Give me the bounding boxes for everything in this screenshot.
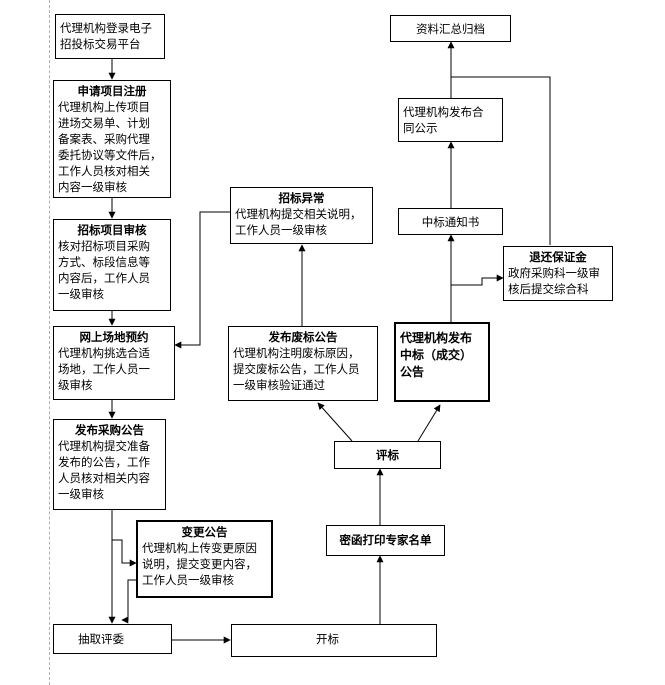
box-change-announcement: 变更公告 代理机构上传变更原因 说明，提交变更内容， 工作人员一级审核 bbox=[136, 520, 273, 598]
box-deposit-refund-title: 退还保证金 bbox=[529, 250, 587, 264]
box-archive: 资料汇总归档 bbox=[390, 15, 511, 42]
arrow-evaluate-to-void bbox=[317, 402, 353, 442]
box-procurement-announcement: 发布采购公告 代理机构提交准备 发布的公告，工作 人员核对相关内容 一级审核 bbox=[53, 419, 166, 510]
box-void-announcement-text: 代理机构注明废标原因， 提交废标公告，工作人员 一级审核验证通过 bbox=[233, 346, 360, 392]
box-project-registration: 申请项目注册 代理机构上传项目 进场交易单、计划 备案表、采购代理 委托协议等文… bbox=[53, 80, 171, 198]
arrow-win-to-deposit bbox=[451, 274, 504, 286]
box-change-announcement-title: 变更公告 bbox=[181, 525, 228, 539]
box-print-expert-list: 密函打印专家名单 bbox=[326, 525, 445, 556]
box-platform-login-text: 代理机构登录电子 招投标交易平台 bbox=[60, 21, 152, 51]
box-archive-text: 资料汇总归档 bbox=[416, 22, 485, 36]
box-bid-evaluation: 评标 bbox=[334, 441, 441, 469]
box-void-announcement: 发布废标公告 代理机构注明废标原因， 提交废标公告，工作人员 一级审核验证通过 bbox=[228, 326, 378, 401]
arrow-deposit-to-archive bbox=[451, 76, 551, 245]
box-award-notice-text: 中标通知书 bbox=[421, 215, 480, 229]
box-print-expert-list-text: 密函打印专家名单 bbox=[339, 533, 432, 547]
box-deposit-refund-text: 政府采购科一级审 核后提交综合科 bbox=[508, 266, 600, 296]
box-winning-announcement-text: 代理机构发布 中标（成交） 公告 bbox=[400, 331, 473, 379]
box-platform-login: 代理机构登录电子 招投标交易平台 bbox=[55, 14, 165, 59]
box-contract-publication: 代理机构发布合 同公示 bbox=[398, 98, 503, 142]
box-change-announcement-text: 代理机构上传变更原因 说明，提交变更内容， 工作人员一级审核 bbox=[142, 541, 257, 587]
box-project-registration-text: 代理机构上传项目 进场交易单、计划 备案表、采购代理 委托协议等文件后， 工作人… bbox=[58, 100, 162, 194]
box-void-announcement-title: 发布废标公告 bbox=[268, 330, 338, 344]
box-bid-opening-text: 开标 bbox=[316, 632, 339, 646]
box-procurement-announcement-title: 发布采购公告 bbox=[75, 423, 144, 437]
box-deposit-refund: 退还保证金 政府采购科一级审 核后提交综合科 bbox=[503, 246, 613, 301]
box-project-registration-title: 申请项目注册 bbox=[77, 84, 147, 98]
arrow-evaluate-to-win bbox=[417, 404, 441, 442]
box-contract-publication-text: 代理机构发布合 同公示 bbox=[403, 105, 484, 135]
arrow-abnormal-to-venue bbox=[174, 211, 230, 349]
box-draw-judges: 抽取评委 bbox=[53, 624, 172, 654]
box-venue-booking-text: 代理机构挑选合适 场地，工作人员一 级审核 bbox=[58, 346, 150, 392]
box-winning-announcement: 代理机构发布 中标（成交） 公告 bbox=[394, 322, 490, 402]
arrow-change-to-draw bbox=[121, 579, 136, 624]
box-draw-judges-text: 抽取评委 bbox=[78, 632, 124, 646]
box-bidding-exception-text: 代理机构提交相关说明， 工作人员一级审核 bbox=[235, 207, 362, 237]
box-bid-evaluation-text: 评标 bbox=[376, 448, 399, 462]
box-bidding-exception: 招标异常 代理机构提交相关说明， 工作人员一级审核 bbox=[230, 187, 373, 244]
box-project-review: 招标项目审核 核对招标项目采购 方式、标段信息等 内容后，工作人员 一级审核 bbox=[53, 219, 171, 311]
box-bidding-exception-title: 招标异常 bbox=[278, 191, 325, 205]
page-margin-line bbox=[49, 0, 50, 685]
box-procurement-announcement-text: 代理机构提交准备 发布的公告，工作 人员核对相关内容 一级审核 bbox=[58, 439, 150, 501]
box-award-notice: 中标通知书 bbox=[398, 208, 503, 235]
box-project-review-title: 招标项目审核 bbox=[77, 223, 147, 237]
box-venue-booking-title: 网上场地预约 bbox=[79, 330, 149, 344]
box-bid-opening: 开标 bbox=[231, 624, 437, 657]
arrow-into-change bbox=[112, 539, 137, 567]
box-project-review-text: 核对招标项目采购 方式、标段信息等 内容后，工作人员 一级审核 bbox=[58, 239, 150, 301]
box-venue-booking: 网上场地预约 代理机构挑选合适 场地，工作人员一 级审核 bbox=[53, 326, 175, 400]
